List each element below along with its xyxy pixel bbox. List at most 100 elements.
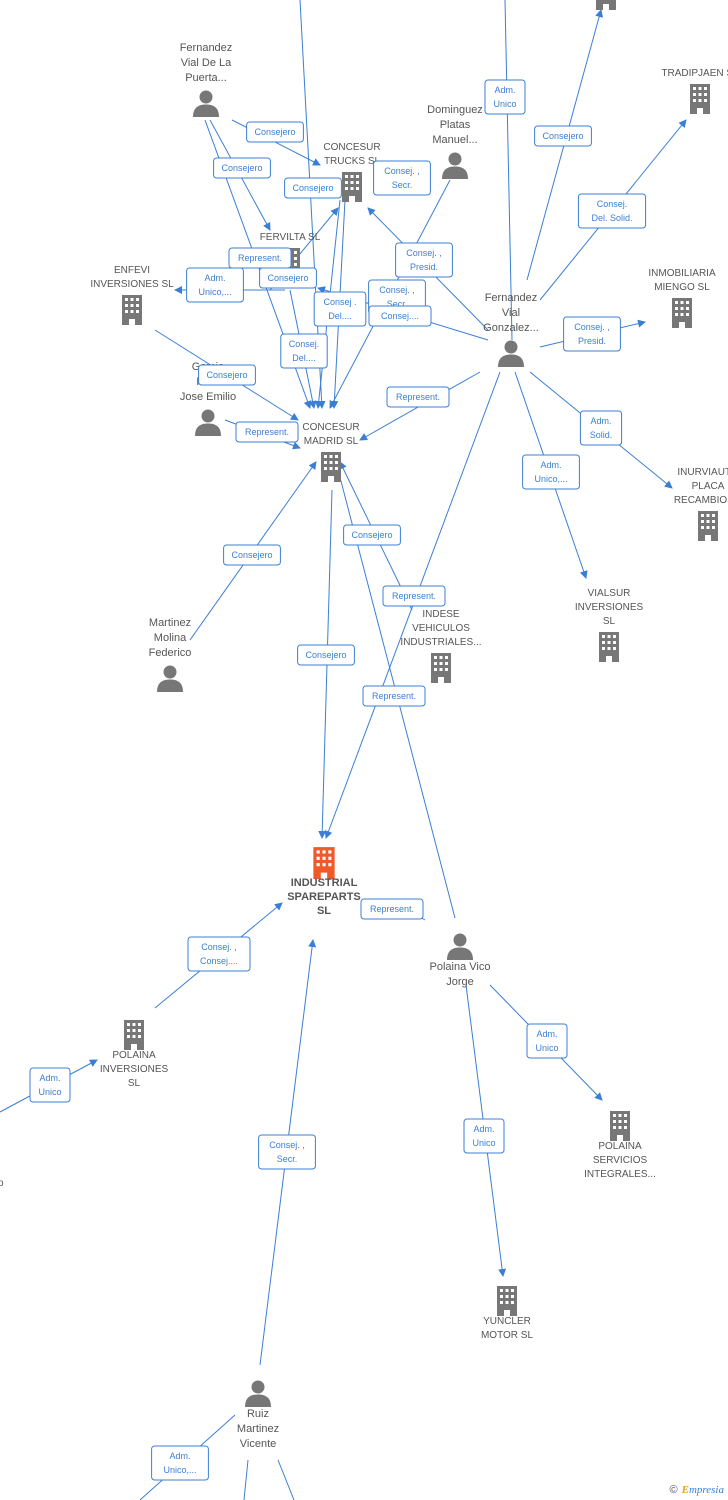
node-dominguez[interactable]: DominguezPlatasManuel... <box>427 104 483 179</box>
building-icon <box>124 1020 144 1050</box>
edge-label-text: Consejero <box>267 273 308 283</box>
edge-label-text: Consejero <box>351 530 392 540</box>
brand-initial: E <box>681 1484 689 1496</box>
edge-label-l15[interactable]: Consej. ,Presid. <box>563 316 621 352</box>
edge-label-text: Consejero <box>292 183 333 193</box>
node-polaina-serv[interactable]: POLAINASERVICIOSINTEGRALES... <box>584 1111 656 1180</box>
edge-label-text: Consejero <box>254 127 295 137</box>
edge-label-text: Secr. <box>392 180 413 190</box>
node-label-line: INVERSIONES <box>100 1064 169 1075</box>
building-icon <box>342 172 362 202</box>
building-icon <box>698 511 718 541</box>
building-icon <box>122 295 142 325</box>
edge-label-l10[interactable]: Adm.Unico,... <box>186 267 244 303</box>
edge-label-l33[interactable]: Adm.Unico,... <box>151 1445 209 1481</box>
edge-label-l24[interactable]: Represent. <box>360 898 424 920</box>
node-label-line: TRADIPJAEN SL <box>661 68 728 79</box>
node-label-line: INMOBILIARIA <box>648 268 716 279</box>
node-inurviauto[interactable]: INURVIAUTOPLACARECAMBIOS... <box>674 467 728 541</box>
edge-label-text: Del. Solid. <box>591 213 632 223</box>
edge-label-l6[interactable]: Consej. Del. Solid. <box>577 193 647 229</box>
node-fernandez-gonzalez[interactable]: FernandezVialGonzalez... <box>483 292 539 367</box>
edge-label-l21[interactable]: Adm.Unico,... <box>522 454 580 490</box>
edge-label-l9[interactable]: Represent. <box>228 247 292 269</box>
node-top-company[interactable] <box>596 0 616 10</box>
edge-label-l18[interactable]: Represent. <box>386 386 450 408</box>
edge-label-l3[interactable]: Consejero <box>213 157 271 179</box>
edge-label-text: Consejero <box>542 131 583 141</box>
edge-label-l27[interactable]: Represent. <box>362 685 426 707</box>
edge-label-text: Adm. <box>590 416 611 426</box>
edge-label-box <box>563 316 621 352</box>
edge-label-l17[interactable]: Consejero <box>198 364 256 386</box>
edge-label-text: Consejero <box>221 163 262 173</box>
edge-label-l12[interactable]: Consej .Del.... <box>313 291 367 327</box>
edge-label-l26[interactable]: Consejero <box>297 644 355 666</box>
edge-label-l4[interactable]: Consej. ,Secr. <box>373 160 431 196</box>
node-left-edge-person[interactable]: o <box>0 1178 4 1189</box>
node-tradipjaen[interactable]: TRADIPJAEN SL <box>661 68 728 114</box>
edge-label-text: Consej. , <box>574 322 610 332</box>
edge-label-l20[interactable]: Adm.Solid. <box>579 410 623 446</box>
edge-label-text: Adm. <box>169 1451 190 1461</box>
edge-label-box <box>29 1067 71 1103</box>
edge-label-l31[interactable]: Adm.Unico <box>463 1118 505 1154</box>
building-icon <box>690 84 710 114</box>
edge-label-l29[interactable]: Adm.Unico <box>29 1067 71 1103</box>
edge-label-l8[interactable]: Consej. ,Presid. <box>395 242 453 278</box>
edge-label-l14[interactable]: Consej.... <box>368 305 432 327</box>
edge-label-box <box>343 524 401 546</box>
edge-label-text: Consej. , <box>269 1140 305 1150</box>
person-icon <box>442 152 468 179</box>
node-label-line: Federico <box>149 647 192 659</box>
edge-label-l1[interactable]: Adm.Unico <box>484 79 526 115</box>
node-label-line: INURVIAUTO <box>677 467 728 478</box>
edge-label-l32[interactable]: Consej. ,Secr. <box>258 1134 316 1170</box>
node-label-line: SL <box>603 616 616 627</box>
edge-label-l23[interactable]: Represent. <box>382 585 446 607</box>
edge-label-text: Adm. <box>473 1124 494 1134</box>
edge-label-text: Unico,... <box>534 474 567 484</box>
edge-label-box <box>258 1134 316 1170</box>
node-label-line: Gonzalez... <box>483 322 539 334</box>
edge-label-l28[interactable]: Consej. ,Consej.... <box>187 936 251 972</box>
edge-label-text: Consej. <box>597 199 628 209</box>
edge-label-box <box>484 79 526 115</box>
edge-label-text: Secr. <box>387 299 408 309</box>
edge-label-box <box>526 1023 568 1059</box>
edge-label-text: Unico <box>493 99 516 109</box>
edge-label-l30[interactable]: Adm.Unico <box>526 1023 568 1059</box>
node-label-line: FERVILTA SL <box>260 232 321 243</box>
edge-label-text: Presid. <box>410 262 438 272</box>
edge-label-box <box>360 898 424 920</box>
edge-label-l5[interactable]: Consejero <box>284 177 342 199</box>
node-fervilta[interactable]: FERVILTA SL <box>260 232 321 278</box>
edge-label-l22[interactable]: Consejero <box>223 544 281 566</box>
edge-label-box <box>297 644 355 666</box>
node-label-line: ENFEVI <box>114 265 150 276</box>
edge-label-l7[interactable]: Consejero <box>534 125 592 147</box>
edge-label-box <box>373 160 431 196</box>
edge-label-l11[interactable]: Consejero <box>259 267 317 289</box>
edge-label-box <box>395 242 453 278</box>
edge-label-l2[interactable]: Consejero <box>246 121 304 143</box>
node-label-line: Dominguez <box>427 104 483 116</box>
edge-label-l16[interactable]: Consej.Del.... <box>280 333 328 369</box>
edge-label-l19[interactable]: Represent. <box>235 421 299 443</box>
node-indese[interactable]: INDESEVEHICULOSINDUSTRIALES... <box>400 609 482 683</box>
edge-label-box <box>213 157 271 179</box>
edge-label-l25[interactable]: Consejero <box>343 524 401 546</box>
edge-label-text: Represent. <box>396 392 440 402</box>
